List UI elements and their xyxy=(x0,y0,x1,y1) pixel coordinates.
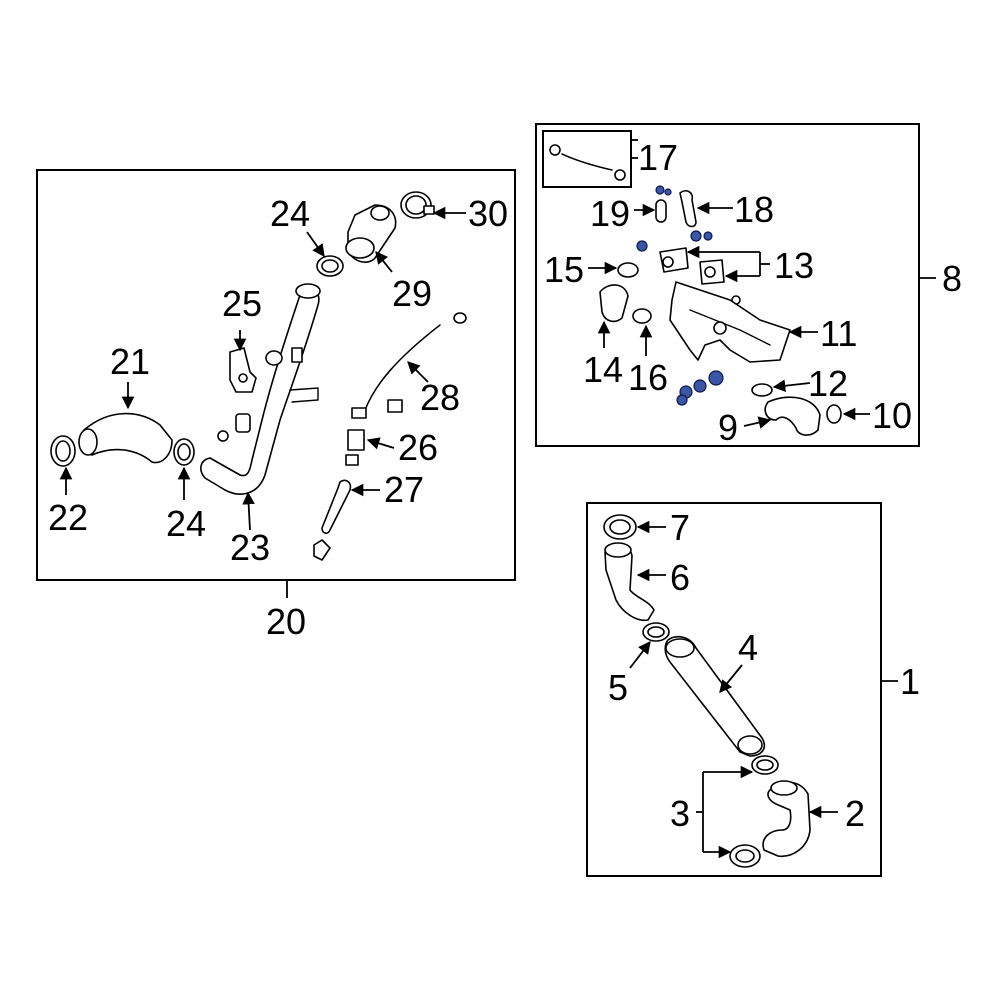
fittings-blue xyxy=(636,185,724,406)
hose-2[interactable] xyxy=(762,780,811,857)
hose-28[interactable] xyxy=(364,312,467,413)
leader-17 xyxy=(630,139,638,178)
callout-6: 6 xyxy=(670,557,690,598)
clamp-15[interactable] xyxy=(617,262,639,278)
clamp-24-top[interactable] xyxy=(316,255,344,277)
callout-14: 14 xyxy=(583,349,623,390)
clamp-24-left[interactable] xyxy=(173,438,195,466)
callout-3: 3 xyxy=(670,793,690,834)
clamp-10[interactable] xyxy=(826,404,842,424)
hose-27[interactable] xyxy=(313,479,352,561)
callout-1: 1 xyxy=(900,661,920,702)
clamp-30[interactable] xyxy=(400,191,435,219)
connector-26[interactable] xyxy=(345,407,367,466)
clamp-16[interactable] xyxy=(632,308,652,324)
callout-9: 9 xyxy=(718,407,738,448)
hose-18[interactable] xyxy=(679,190,697,228)
clamp-5[interactable] xyxy=(642,622,670,642)
callout-4: 4 xyxy=(738,627,758,668)
assembly-8-box xyxy=(535,123,936,447)
valve-13[interactable] xyxy=(659,247,741,305)
callout-22: 22 xyxy=(48,497,88,538)
callout-2: 2 xyxy=(845,793,865,834)
hose-21[interactable] xyxy=(78,412,173,464)
clamp-12[interactable] xyxy=(751,383,773,397)
callout-29: 29 xyxy=(392,273,432,314)
bracket-25[interactable] xyxy=(229,347,257,393)
callout-28: 28 xyxy=(420,377,460,418)
callout-24-top: 24 xyxy=(270,193,310,234)
callout-25: 25 xyxy=(222,283,262,324)
callout-15: 15 xyxy=(544,249,584,290)
callout-27: 27 xyxy=(384,469,424,510)
pipe-4[interactable] xyxy=(664,635,766,757)
callout-19: 19 xyxy=(590,193,630,234)
callout-12: 12 xyxy=(808,363,848,404)
callout-26: 26 xyxy=(398,427,438,468)
callout-5: 5 xyxy=(608,667,628,708)
callout-7: 7 xyxy=(670,507,690,548)
hose-17-box[interactable] xyxy=(542,130,632,188)
callout-23: 23 xyxy=(230,527,270,568)
callout-24-left: 24 xyxy=(166,503,206,544)
callout-21: 21 xyxy=(110,341,150,382)
pipe-23[interactable] xyxy=(200,283,321,495)
grommet xyxy=(217,413,251,442)
callout-13: 13 xyxy=(774,245,814,286)
hose-19[interactable] xyxy=(655,199,667,223)
callout-20: 20 xyxy=(266,601,306,642)
callout-11: 11 xyxy=(820,313,857,354)
clamp-3-top[interactable] xyxy=(751,755,779,775)
adapter-29[interactable] xyxy=(345,204,397,263)
leaders-1 xyxy=(629,520,838,859)
leaders-8 xyxy=(588,201,870,429)
callout-16: 16 xyxy=(628,357,668,398)
callout-8: 8 xyxy=(942,258,962,299)
assembly-20-box xyxy=(36,169,516,598)
hose-14[interactable] xyxy=(599,284,629,323)
callout-labels: 1 2 3 4 5 6 7 8 9 10 11 12 13 14 15 16 1… xyxy=(48,137,962,834)
callout-10: 10 xyxy=(872,395,912,436)
housing-11[interactable] xyxy=(669,281,791,363)
clamp-3-bottom[interactable] xyxy=(729,844,761,868)
callout-18: 18 xyxy=(734,189,774,230)
assembly-1-box xyxy=(586,502,898,877)
callout-17: 17 xyxy=(638,137,678,178)
clamp-7[interactable] xyxy=(603,514,637,540)
callout-30: 30 xyxy=(468,193,508,234)
leaders-20 xyxy=(59,206,466,531)
hose-6[interactable] xyxy=(604,542,655,622)
clamp-22[interactable] xyxy=(50,435,76,467)
